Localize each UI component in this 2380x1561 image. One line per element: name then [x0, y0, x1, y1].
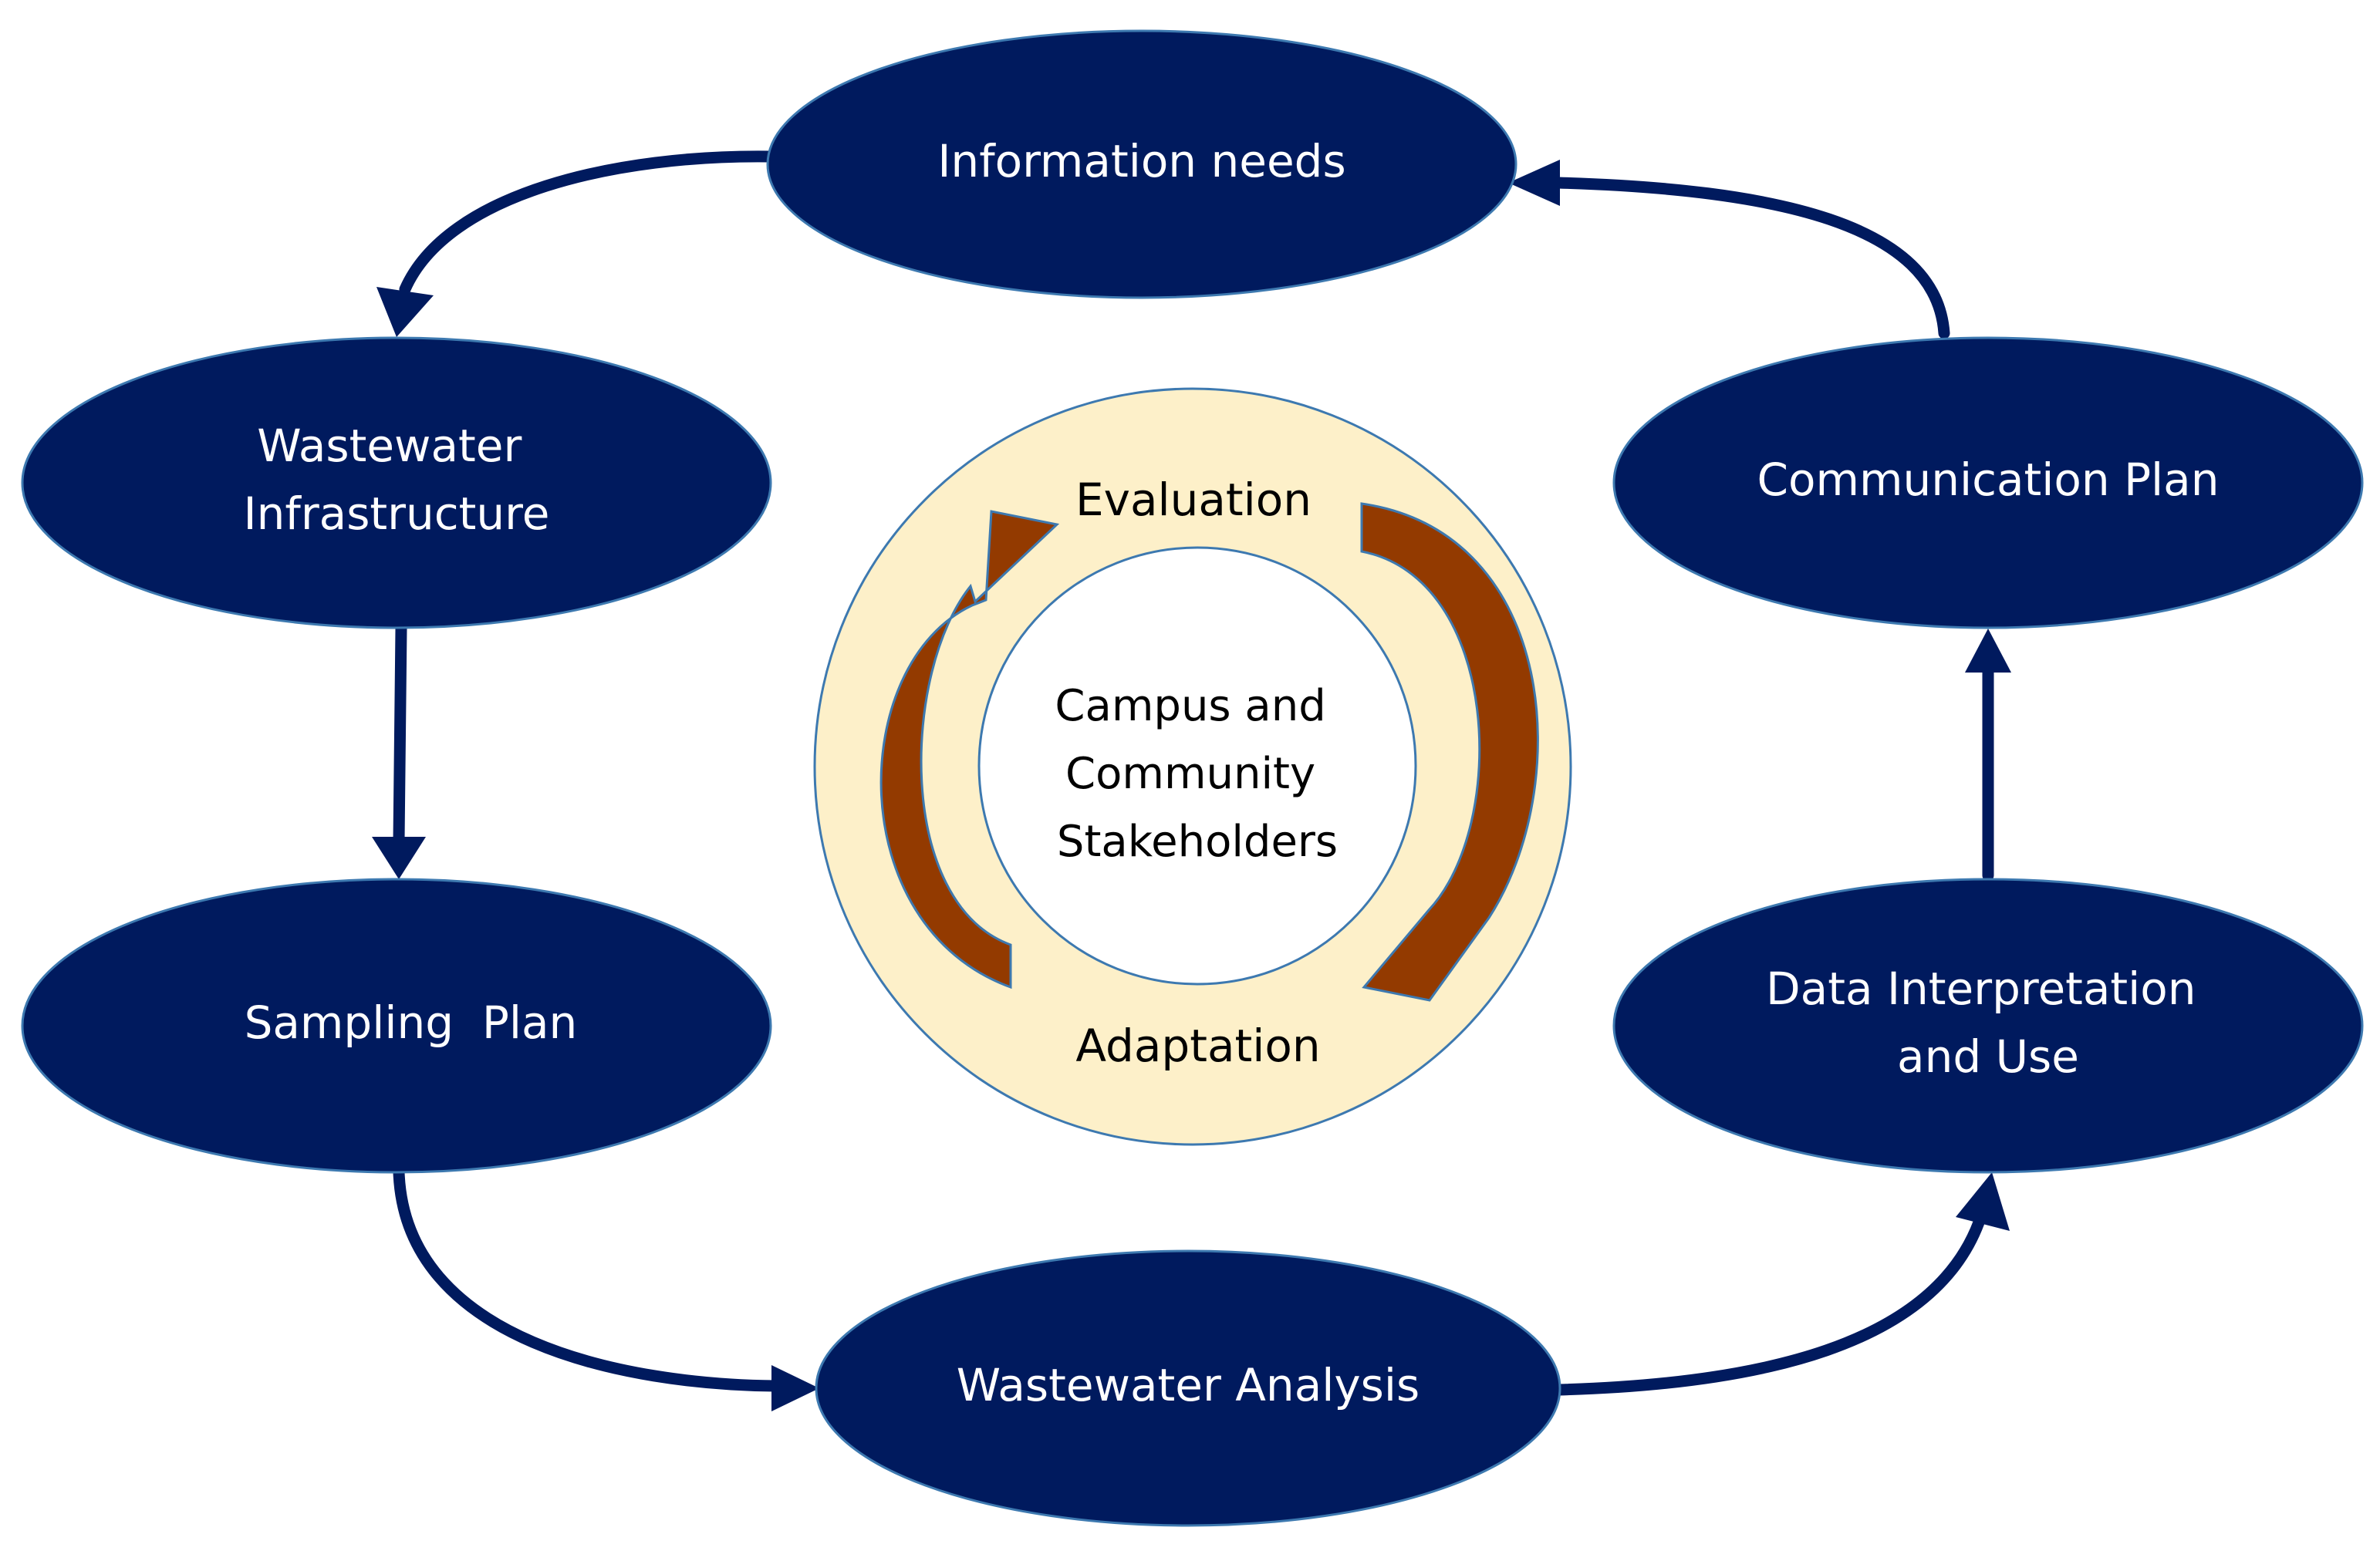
node-sampling-plan-label: Sampling Plan [145, 996, 649, 1049]
arrow-infrastructure-to-sampling-head [372, 837, 426, 879]
node-communication-plan-label: Communication Plan [1757, 453, 2220, 506]
node-wastewater-analysis: Wastewater Analysis [815, 1249, 1561, 1527]
cycle-arrow-right [1360, 502, 1539, 1002]
arrow-communication-to-info [1552, 177, 1950, 339]
node-wastewater-infrastructure: Wastewater Infrastructure [21, 336, 772, 629]
arrow-communication-to-info-head [1508, 160, 1560, 206]
node-data-interpretation: Data Interpretation and Use [1612, 878, 2364, 1174]
arrow-infrastructure-to-sampling [393, 622, 407, 847]
arrow-sampling-to-analysis [393, 1166, 782, 1392]
node-communication-plan-shape [1612, 336, 2364, 629]
center-cycle: Evaluation Adaptation Campus and Communi… [813, 387, 1572, 1146]
node-data-interpretation-label: Data Interpretation and Use [1766, 963, 2210, 1083]
node-information-needs-label: Information needs [937, 135, 1345, 187]
node-sampling-plan: Sampling Plan [21, 878, 772, 1174]
node-communication-plan: Communication Plan [1612, 336, 2364, 629]
arrow-analysis-to-data-head [1956, 1172, 2010, 1231]
node-information-needs: Information needs [766, 29, 1517, 299]
node-wastewater-infrastructure-label: Wastewater Infrastructure [244, 420, 550, 540]
inner-circle [977, 546, 1417, 986]
arrow-info-to-infrastructure-head [376, 287, 434, 337]
cycle-arrow-left [879, 510, 1060, 990]
node-wastewater-analysis-label: Wastewater Analysis [957, 1359, 1420, 1411]
arrow-analysis-to-data [1552, 1216, 1985, 1396]
adaptation-label: Adaptation [1075, 1020, 1320, 1072]
flow-connectors [372, 150, 2011, 1411]
node-wastewater-infrastructure-shape [21, 336, 772, 629]
node-information-needs-shape [766, 29, 1517, 299]
stakeholders-label: Campus and Community Stakeholders [1055, 681, 1339, 867]
arrow-sampling-to-analysis-head [771, 1365, 819, 1411]
node-data-interpretation-shape [1612, 878, 2364, 1174]
evaluation-label: Evaluation [1075, 474, 1312, 526]
arrow-data-to-communication-head [1965, 629, 2011, 673]
node-wastewater-analysis-shape [815, 1249, 1561, 1527]
arrow-info-to-infrastructure [399, 150, 778, 295]
node-sampling-plan-shape [21, 878, 772, 1174]
